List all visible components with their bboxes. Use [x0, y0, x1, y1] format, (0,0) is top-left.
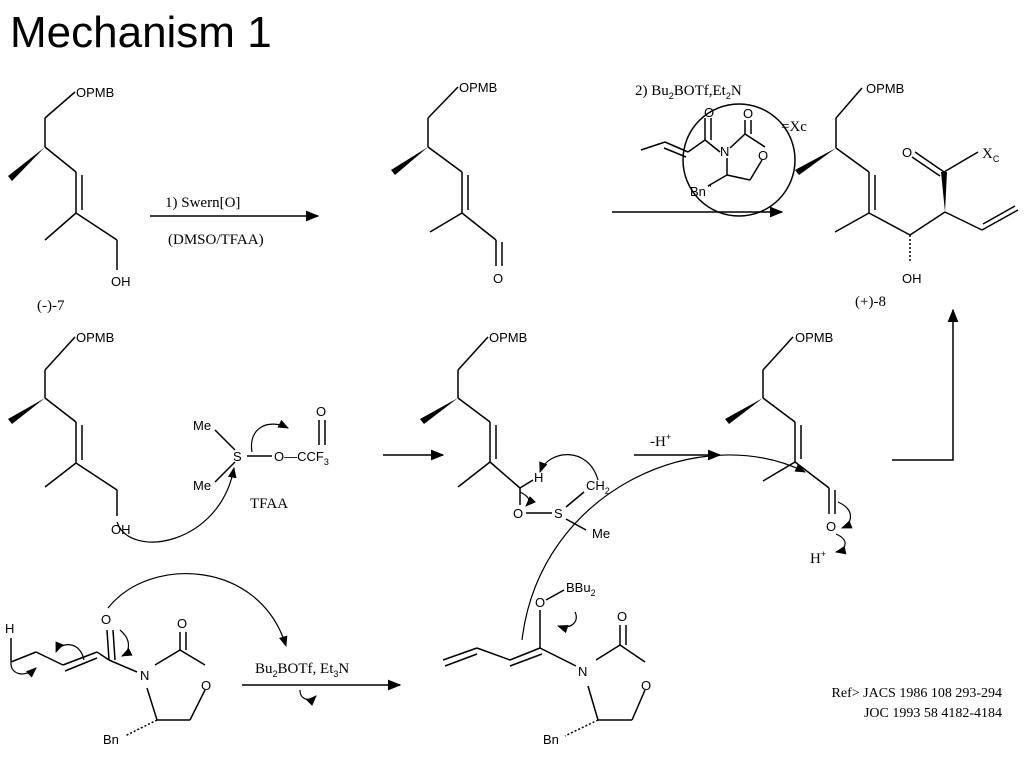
atom-label: O: [493, 271, 503, 286]
crotonyl-oxazolidinone-small: O O N O Bn =Xc: [640, 105, 807, 199]
electron-push-arrow: [539, 454, 599, 481]
atom-label: N: [578, 664, 587, 679]
auxiliary-highlight-circle: [682, 103, 796, 217]
crotonyl-oxazolidinone: H O N O O Bn: [5, 612, 211, 747]
alcohol-7-structure: OPMB OH: [8, 330, 131, 537]
electron-push-arrow: [250, 419, 289, 453]
electron-push-arrow: [55, 641, 85, 661]
aldehyde-structure-row2: OPMB O H+: [725, 330, 836, 567]
step1-reagent: 1) Swern[O]: [165, 195, 240, 211]
electron-push-arrow: [10, 661, 37, 678]
atom-label: N: [140, 668, 149, 683]
atom-label: O: [316, 404, 326, 419]
boron-enolate: O BBu2 N O O Bn: [442, 580, 651, 747]
atom-label: O—CCF3: [274, 449, 329, 467]
reference-1: Ref> JACS 1986 108 293-294: [832, 686, 1002, 701]
atom-label: CH2: [586, 478, 610, 496]
electron-push-arrow: [556, 611, 577, 634]
return-arrow: [892, 308, 959, 461]
atom-label: OPMB: [76, 85, 114, 100]
electron-push-arrow: [519, 491, 536, 507]
electron-push-arrow: [521, 454, 806, 641]
atom-label: N: [720, 144, 729, 159]
atom-label: O: [535, 595, 545, 610]
atom-label: O: [177, 616, 187, 631]
atom-label: BBu2: [566, 580, 596, 598]
atom-label: Bn: [543, 732, 559, 747]
atom-label: H: [5, 621, 14, 636]
atom-label: OPMB: [459, 80, 497, 95]
boron-reagent-label: Bu2BOTf, Et3N: [255, 661, 349, 679]
atom-label: O: [758, 148, 768, 163]
atom-label: O: [704, 105, 714, 120]
electron-push-arrow: [299, 689, 317, 706]
atom-label: O: [201, 678, 211, 693]
atom-label: O: [902, 145, 912, 160]
electron-push-arrow: [116, 466, 237, 543]
atom-label: OH: [902, 271, 922, 286]
tfaa-label: TFAA: [250, 496, 288, 512]
sulfonium-intermediate: OPMB H O S CH2 Me: [420, 330, 610, 541]
atom-label: S: [233, 449, 242, 464]
atom-label: O: [641, 678, 651, 693]
compound-7-label: (-)-7: [37, 298, 65, 314]
atom-label: S: [554, 506, 563, 521]
electron-push-arrow: [837, 501, 853, 529]
aldehyde-structure: OPMB O: [391, 80, 503, 286]
atom-label: O: [826, 519, 836, 534]
compound-8-label: (+)-8: [855, 294, 886, 310]
xc-label: XC: [982, 146, 1000, 164]
reference-2: JOC 1993 58 4182-4184: [864, 706, 1002, 721]
xc-label: =Xc: [781, 119, 807, 135]
step1-conditions: (DMSO/TFAA): [168, 232, 264, 248]
atom-label: OPMB: [795, 330, 833, 345]
proton-label: H+: [810, 549, 826, 567]
deprotonation-label: -H+: [650, 432, 671, 450]
tfaa-activated-dmso: Me Me S O—CCF3 O TFAA: [193, 404, 329, 512]
atom-label: O: [617, 609, 627, 624]
step2-reagent: 2) Bu2BOTf,Et2N: [635, 83, 742, 101]
electron-push-arrow: [107, 573, 288, 648]
compound-8-structure: OPMB O XC OH: [795, 81, 1019, 286]
atom-label: OPMB: [489, 330, 527, 345]
atom-label: Me: [193, 478, 211, 493]
atom-label: H: [534, 470, 543, 485]
compound-7-structure: OPMB OH: [8, 85, 131, 289]
electron-push-arrow: [834, 533, 847, 555]
atom-label: O: [513, 506, 523, 521]
atom-label: OPMB: [866, 81, 904, 96]
atom-label: Bn: [103, 732, 119, 747]
atom-label: O: [743, 106, 753, 121]
atom-label: OPMB: [76, 330, 114, 345]
atom-label: Me: [592, 526, 610, 541]
atom-label: Bn: [690, 184, 706, 199]
slide-title: Mechanism 1: [10, 8, 272, 57]
atom-label: O: [101, 612, 111, 627]
electron-push-arrow: [119, 629, 133, 657]
atom-label: OH: [111, 274, 131, 289]
atom-label: Me: [193, 418, 211, 433]
